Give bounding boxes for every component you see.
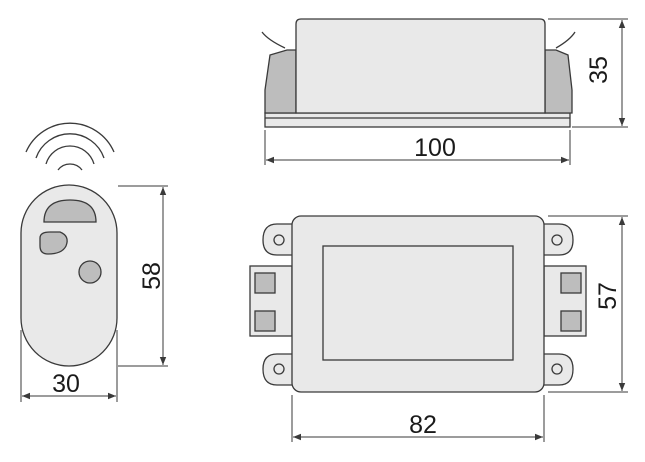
left-terminal-block (264, 49, 297, 114)
remote-height-dimension: 58 (118, 185, 168, 367)
left-terminal-connectors (249, 265, 293, 337)
remote-side-button (39, 231, 68, 255)
receiver-side-height-dimension: 35 (548, 18, 628, 128)
signal-waves-icon (25, 122, 115, 171)
receiver-top-view (249, 215, 587, 393)
screw-hole-icon (273, 363, 285, 375)
receiver-top-length-label: 82 (409, 411, 437, 439)
receiver-lid-panel (322, 245, 514, 361)
right-wire (555, 31, 576, 49)
screw-hole-icon (551, 234, 563, 246)
remote-top-button (43, 199, 97, 223)
receiver-side-length-dimension: 100 (264, 130, 571, 165)
remote-width-dimension: 30 (20, 330, 118, 402)
receiver-housing-side (295, 18, 546, 114)
receiver-top-width-label: 57 (594, 282, 622, 310)
terminal-icon (560, 272, 582, 294)
screw-hole-icon (551, 363, 563, 375)
mounting-ear-bottom-left (262, 353, 295, 386)
mounting-ear-bottom-right (541, 353, 574, 386)
mounting-ear-top-right (541, 223, 574, 256)
remote-body (20, 184, 118, 367)
receiver-side-height-label: 35 (585, 56, 613, 84)
receiver-top-length-dimension: 82 (291, 395, 545, 442)
terminal-icon (560, 310, 582, 332)
left-wire (261, 31, 286, 49)
remote-round-button (78, 260, 102, 284)
right-terminal-connectors (543, 265, 587, 337)
terminal-icon (254, 310, 276, 332)
receiver-side-length-label: 100 (414, 134, 456, 162)
remote-control (20, 122, 118, 367)
remote-height-label: 58 (138, 262, 166, 290)
remote-width-label: 30 (52, 370, 80, 398)
terminal-icon (254, 272, 276, 294)
screw-hole-icon (273, 234, 285, 246)
receiver-top-width-dimension: 57 (548, 215, 628, 393)
right-terminal-block (544, 49, 573, 114)
receiver-side-view (261, 18, 576, 128)
mounting-ear-top-left (262, 223, 295, 256)
mounting-plate (264, 112, 571, 128)
